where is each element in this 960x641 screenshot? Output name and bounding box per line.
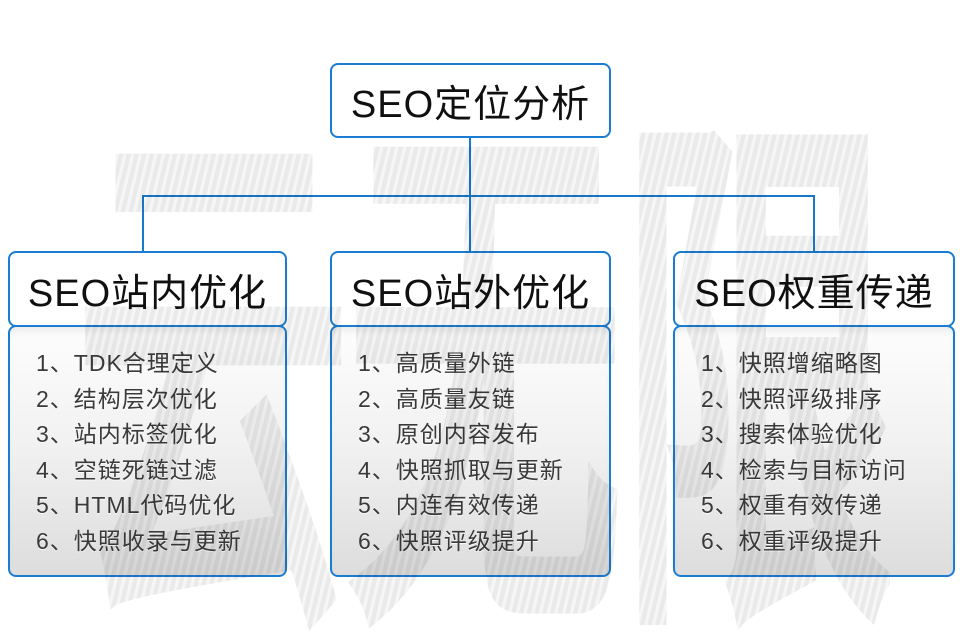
column-header-weight-title: SEO权重传递 [694, 272, 934, 315]
list-item: 6、权重评级提升 [701, 527, 883, 554]
column-header-onsite: SEO站内优化 [8, 251, 287, 327]
connector-root-stem [469, 137, 471, 196]
column-panel-onsite: 1、TDK合理定义 2、结构层次优化 3、站内标签优化 4、空链死链过滤 5、H… [8, 325, 287, 577]
column-header-offsite-title: SEO站外优化 [350, 272, 591, 315]
column-panel-offsite: 1、高质量外链 2、高质量友链 3、原创内容发布 4、快照抓取与更新 5、内连有… [330, 325, 611, 577]
column-header-onsite-title: SEO站内优化 [27, 272, 268, 315]
column-header-weight: SEO权重传递 [673, 251, 955, 327]
connector-drop-left [142, 195, 144, 252]
list-item: 4、快照抓取与更新 [358, 456, 564, 483]
list-item: 3、站内标签优化 [36, 421, 218, 447]
connector-drop-middle [469, 195, 471, 252]
list-item: 5、权重有效传递 [701, 492, 883, 518]
list-item: 5、内连有效传递 [358, 492, 540, 518]
list-item: 4、检索与目标访问 [701, 456, 907, 483]
list-item: 1、TDK合理定义 [36, 350, 219, 376]
root-node: SEO定位分析 [330, 63, 611, 138]
connector-drop-right [813, 195, 815, 252]
connector-rail [142, 195, 815, 197]
list-item: 6、快照评级提升 [358, 527, 540, 554]
list-item: 1、快照增缩略图 [701, 350, 883, 376]
list-item: 6、快照收录与更新 [36, 527, 242, 554]
column-panel-weight: 1、快照增缩略图 2、快照评级排序 3、搜索体验优化 4、检索与目标访问 5、权… [673, 325, 955, 577]
root-node-title: SEO定位分析 [350, 84, 591, 126]
list-item: 2、高质量友链 [358, 385, 516, 412]
list-item: 5、HTML代码优化 [36, 492, 237, 518]
list-item: 3、原创内容发布 [358, 421, 540, 447]
list-item: 4、空链死链过滤 [36, 456, 218, 483]
list-item: 3、搜索体验优化 [701, 421, 883, 447]
column-header-offsite: SEO站外优化 [330, 251, 611, 327]
list-item: 2、快照评级排序 [701, 385, 883, 412]
list-item: 1、高质量外链 [358, 350, 516, 376]
list-item: 2、结构层次优化 [36, 385, 218, 412]
